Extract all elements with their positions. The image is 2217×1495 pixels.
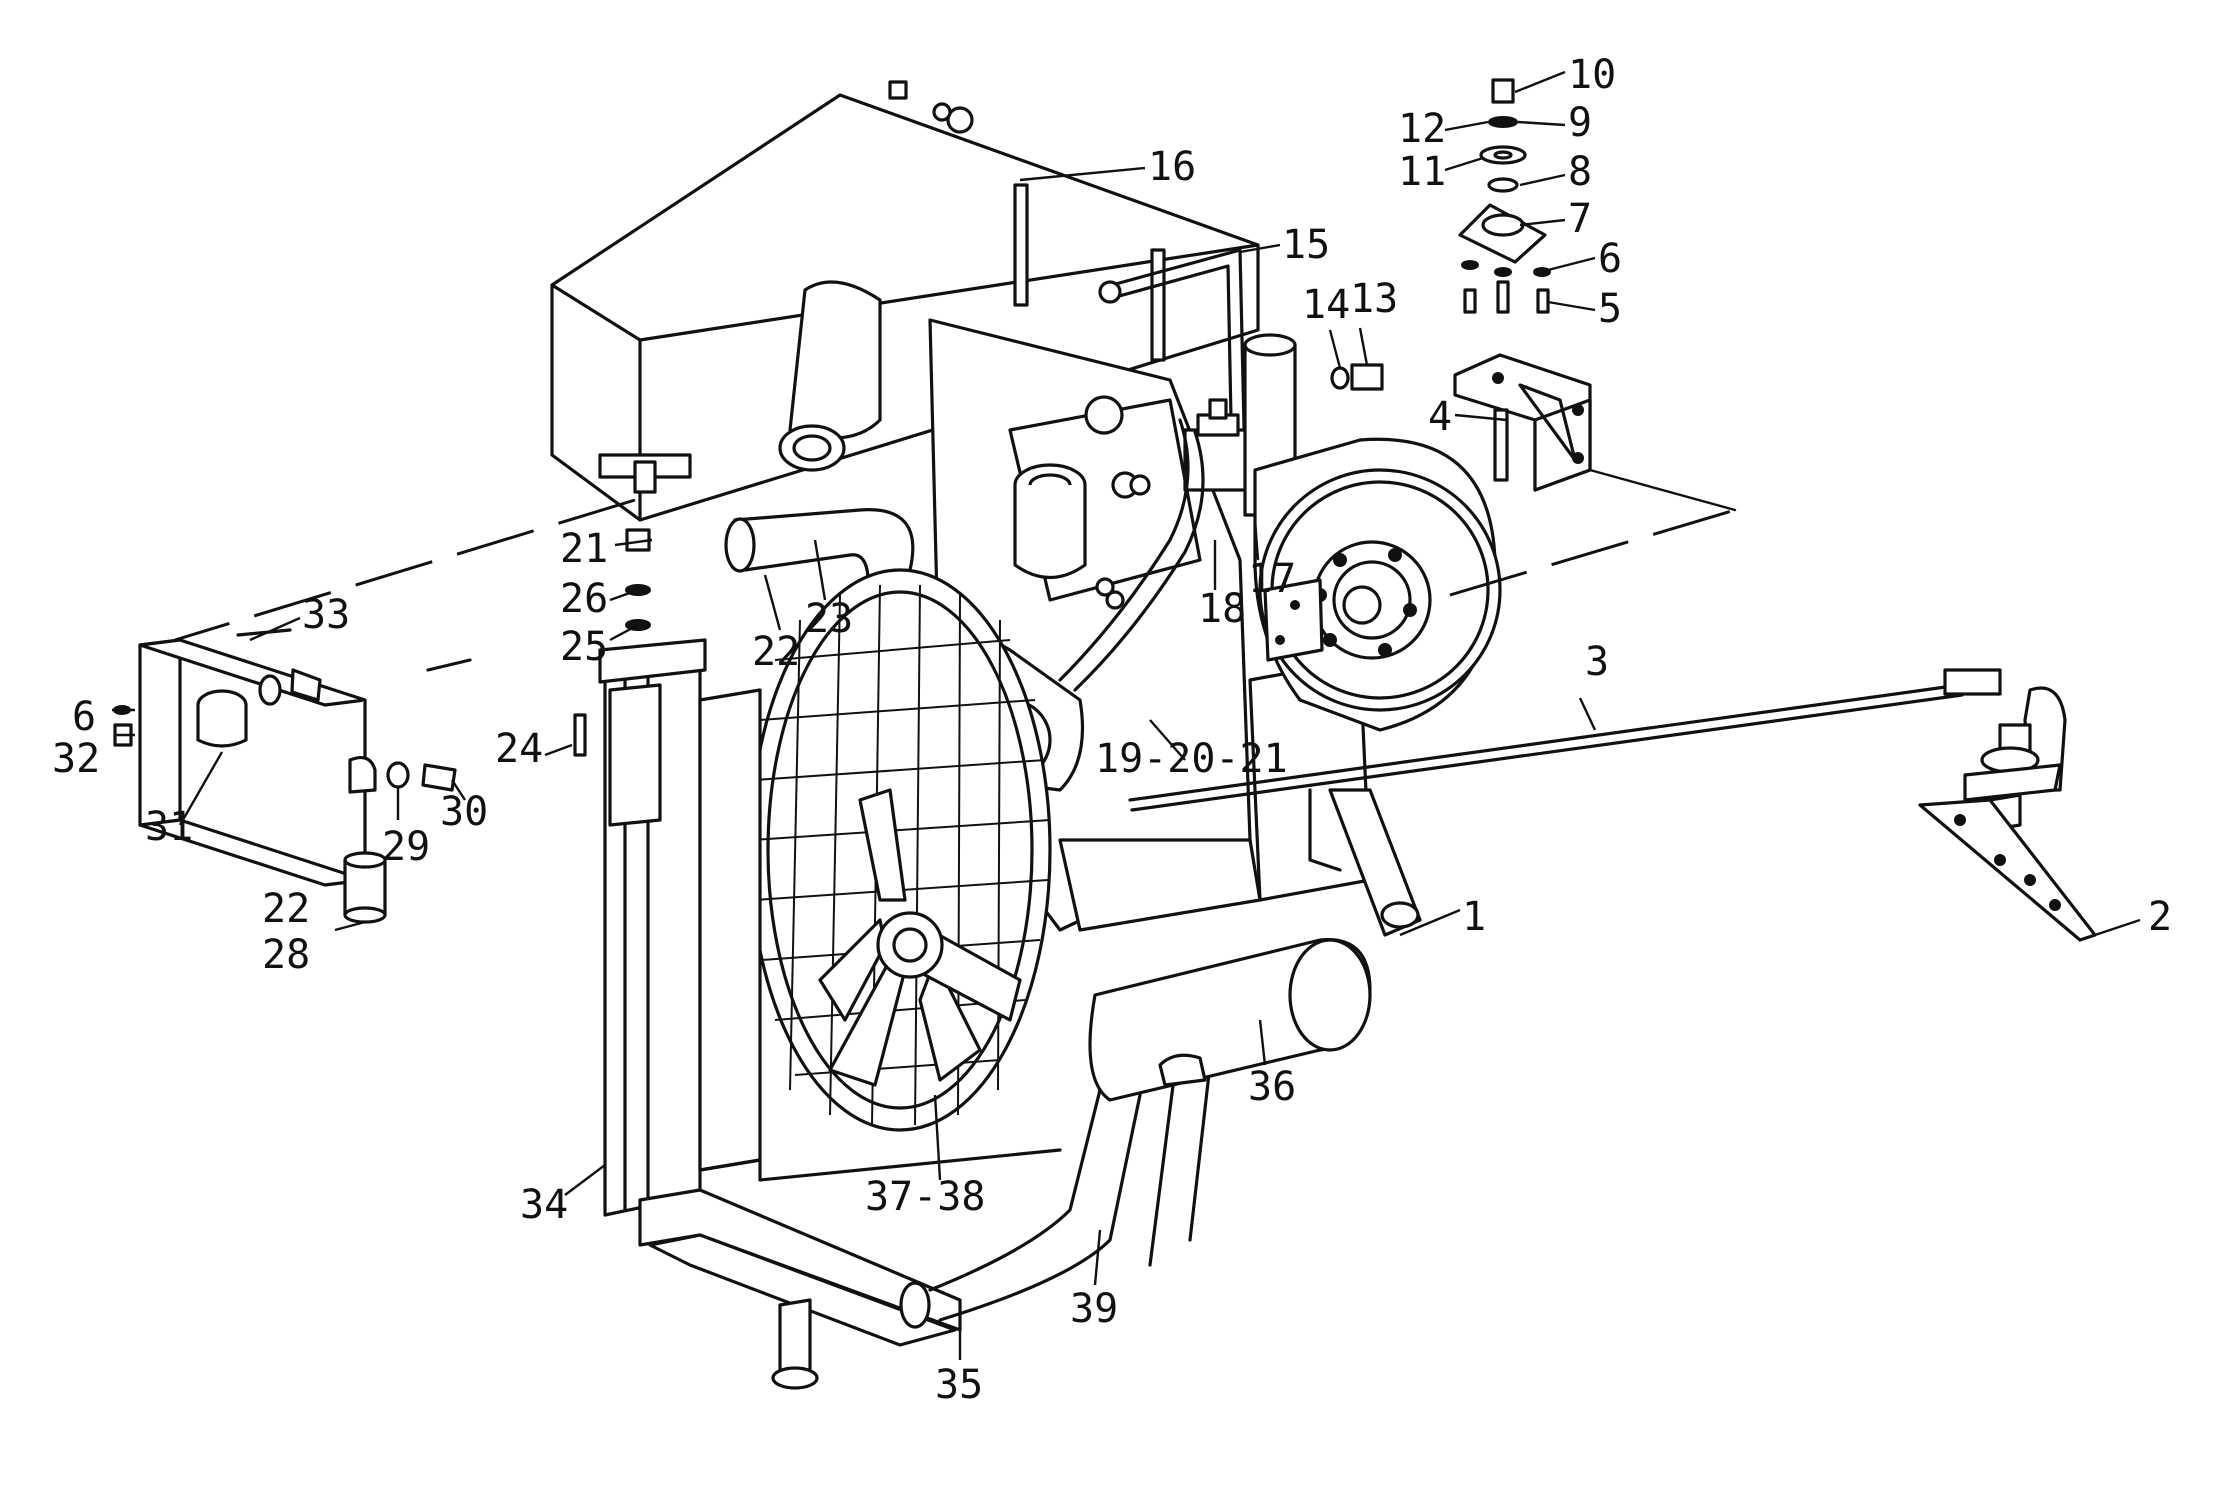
engine-mount-bracket bbox=[1308, 788, 1422, 937]
part-label-24: 24 bbox=[495, 726, 543, 772]
part-label-33: 33 bbox=[302, 592, 350, 638]
part-label-35: 35 bbox=[935, 1362, 983, 1408]
part-label-17: 17 bbox=[1248, 556, 1296, 602]
reference-lines bbox=[174, 468, 1737, 642]
part-label-2: 2 bbox=[2148, 894, 2172, 940]
radiator bbox=[598, 638, 1062, 1390]
lower-hose bbox=[899, 1063, 1212, 1329]
part-label-22: 22 bbox=[752, 629, 800, 675]
part-label-31: 31 bbox=[145, 804, 193, 850]
part-label-15: 15 bbox=[1282, 222, 1330, 268]
part-label-8: 8 bbox=[1568, 149, 1592, 195]
part-label-37-38: 37-38 bbox=[865, 1174, 985, 1220]
flywheel-housing bbox=[1253, 437, 1502, 732]
part-label-22b: 22 bbox=[262, 886, 310, 932]
radiator-fan bbox=[748, 568, 1052, 1132]
part-label-3: 3 bbox=[1585, 639, 1609, 685]
part-label-10: 10 bbox=[1568, 52, 1616, 98]
part-label-36: 36 bbox=[1248, 1064, 1296, 1110]
hose-fittings bbox=[113, 528, 651, 924]
part-label-19-20-21: 19-20-21 bbox=[1095, 736, 1288, 782]
part-label-14: 14 bbox=[1302, 282, 1350, 328]
part-label-39: 39 bbox=[1070, 1286, 1118, 1332]
part-label-1: 1 bbox=[1462, 894, 1486, 940]
part-label-32: 32 bbox=[52, 736, 100, 782]
part-label-7: 7 bbox=[1568, 196, 1592, 242]
part-label-26: 26 bbox=[560, 576, 608, 622]
part-label-18: 18 bbox=[1198, 586, 1246, 632]
part-label-29: 29 bbox=[382, 824, 430, 870]
part-label-6: 6 bbox=[1598, 236, 1622, 282]
part-label-25: 25 bbox=[560, 624, 608, 670]
part-label-12: 12 bbox=[1398, 106, 1446, 152]
part-label-13: 13 bbox=[1350, 276, 1398, 322]
intake-hose bbox=[724, 508, 915, 722]
part-label-28: 28 bbox=[262, 932, 310, 978]
part-label-23: 23 bbox=[805, 596, 853, 642]
part-label-21: 21 bbox=[560, 526, 608, 572]
fuel-pipe bbox=[1098, 248, 1247, 472]
part-label-11: 11 bbox=[1398, 149, 1446, 195]
air-cleaner bbox=[778, 280, 882, 472]
part-label-30: 30 bbox=[440, 789, 488, 835]
part-label-9: 9 bbox=[1568, 100, 1592, 146]
throttle-linkage bbox=[1128, 668, 2097, 942]
part-label-34: 34 bbox=[520, 1182, 568, 1228]
fuel-tank bbox=[550, 80, 1260, 522]
part-label-4: 4 bbox=[1428, 394, 1452, 440]
part-label-6b: 6 bbox=[72, 694, 96, 740]
part-label-16: 16 bbox=[1148, 144, 1196, 190]
muffler bbox=[1088, 938, 1372, 1102]
part-labels: 10 12 9 11 8 7 6 5 16 15 14 13 4 17 18 2… bbox=[52, 52, 2172, 1408]
part-label-5: 5 bbox=[1598, 286, 1622, 332]
leader-lines bbox=[112, 70, 2141, 1360]
